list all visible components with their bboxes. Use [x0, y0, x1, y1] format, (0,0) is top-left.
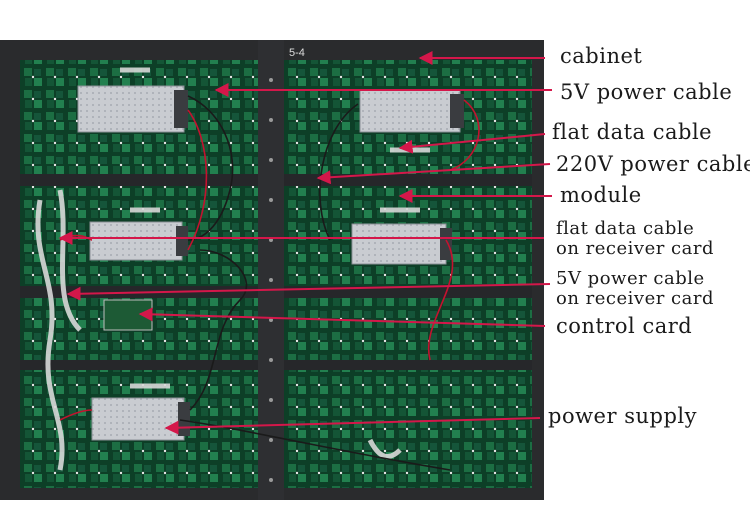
annotation-arrows — [58, 51, 552, 435]
label-cabinet: cabinet — [560, 44, 643, 68]
label-5v-power-cable-receiver-line2: on receiver card — [556, 288, 714, 309]
arrow-power-supply — [164, 417, 541, 435]
label-flat-data-cable-receiver-line1: flat data cable — [556, 218, 695, 239]
label-control-card: control card — [556, 314, 693, 338]
psu-top-left — [77, 85, 188, 133]
center-rail — [258, 40, 284, 500]
label-module: module — [560, 183, 642, 207]
label-flat-data-cable: flat data cable — [552, 120, 713, 144]
label-5v-power-cable: 5V power cable — [560, 80, 733, 104]
arrow-5v-power-cable-receiver — [66, 283, 551, 301]
arrow-control-card — [138, 307, 546, 327]
label-5v-power-cable-receiver-line1: 5V power cable — [556, 268, 705, 289]
label-flat-data-cable-receiver-line2: on receiver card — [556, 238, 714, 259]
rail-holes — [269, 78, 273, 482]
psu-mid-left — [89, 221, 188, 261]
cabinet-id-label: 5-4 — [289, 47, 305, 59]
psu-bottom-left — [91, 397, 190, 441]
flat-data-cables — [35, 67, 430, 471]
arrow-220v-power-cable — [316, 163, 551, 185]
power-wiring — [59, 95, 480, 471]
psu-mid-right — [351, 223, 452, 265]
psu-top-right — [359, 89, 464, 133]
label-220v-power-cable: 220V power cable — [556, 152, 750, 176]
label-power-supply: power supply — [548, 404, 697, 428]
arrow-flat-data-cable — [398, 133, 546, 154]
